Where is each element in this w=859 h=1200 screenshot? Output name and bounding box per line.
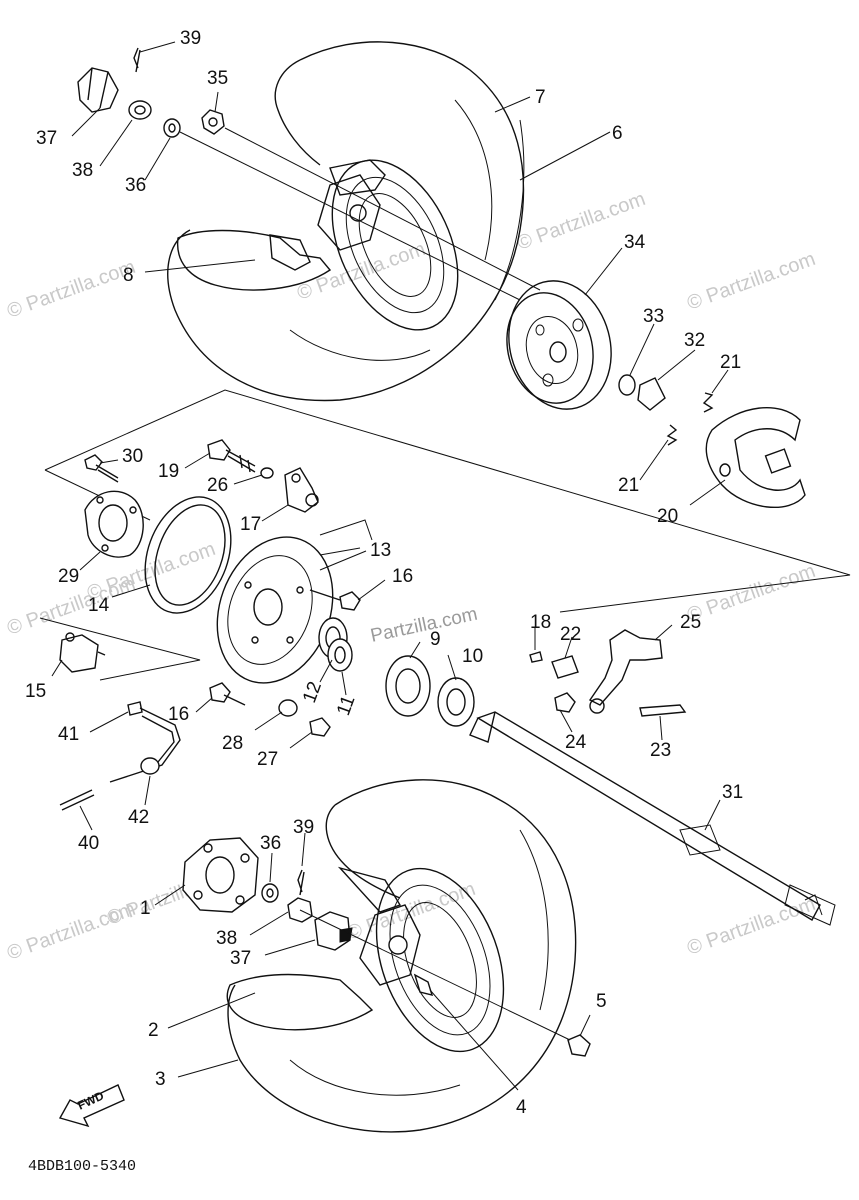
- bolt-19: [207, 439, 274, 479]
- callout-19: 19: [158, 461, 179, 482]
- callout-16: 16: [392, 566, 413, 587]
- upper-wheel-tire: [167, 41, 525, 402]
- upper-hub-small-parts: [77, 47, 541, 301]
- brake-shoe-group: [618, 374, 806, 508]
- callout-11: 11: [333, 693, 359, 719]
- callout-5: 5: [596, 991, 607, 1012]
- fwd-arrow-icon: FWD: [58, 1084, 125, 1128]
- callout-17: 17: [240, 514, 261, 535]
- callout-9: 9: [430, 629, 441, 650]
- watermark: © Partzilla.com: [684, 893, 818, 960]
- callout-30: 30: [122, 446, 143, 467]
- leader-lines: [51, 41, 729, 1091]
- callout-36: 36: [260, 833, 281, 854]
- callout-34: 34: [624, 232, 646, 253]
- callout-39: 39: [180, 28, 201, 49]
- callout-33: 33: [643, 306, 664, 327]
- callout-22: 22: [560, 624, 581, 645]
- callout-28: 28: [222, 733, 243, 754]
- sensor-15: [59, 632, 106, 673]
- callout-labels: 39 35 37 38 36 7 6 8 34 33 32 21 21 20 3…: [25, 28, 743, 1118]
- callout-12: 12: [299, 679, 326, 706]
- lower-wheel-tire: [226, 779, 577, 1133]
- breather-hose: [59, 701, 181, 811]
- callout-10: 10: [462, 646, 483, 667]
- seal-ring: [144, 496, 232, 614]
- callout-8: 8: [123, 265, 134, 286]
- lower-hub-small-parts: [182, 837, 591, 1057]
- brake-lever-group: [529, 629, 687, 717]
- rear-axle-shaft: [469, 711, 836, 926]
- callout-37: 37: [36, 128, 57, 149]
- callout-13: 13: [370, 540, 391, 561]
- diagram-code: 4BDB100-5340: [28, 1158, 136, 1175]
- callout-23: 23: [650, 740, 671, 761]
- callout-25: 25: [680, 612, 701, 633]
- callout-21: 21: [720, 352, 741, 373]
- callout-15: 15: [25, 681, 46, 702]
- callout-36: 36: [125, 175, 146, 196]
- callout-29: 29: [58, 566, 79, 587]
- callout-21: 21: [618, 475, 639, 496]
- callout-3: 3: [155, 1069, 166, 1090]
- brake-plate: [216, 519, 373, 684]
- callout-16: 16: [168, 704, 189, 725]
- watermark-center: Partzilla.com: [369, 604, 480, 647]
- callout-40: 40: [78, 833, 99, 854]
- callout-4: 4: [516, 1097, 527, 1118]
- callout-7: 7: [535, 87, 546, 108]
- housing-plate: [84, 454, 144, 558]
- callout-38: 38: [216, 928, 237, 949]
- callout-39: 39: [293, 817, 314, 838]
- callout-26: 26: [207, 475, 228, 496]
- callout-20: 20: [657, 506, 678, 527]
- bearings: [318, 617, 475, 727]
- callout-31: 31: [722, 782, 743, 803]
- callout-1: 1: [140, 898, 151, 919]
- callout-41: 41: [58, 724, 79, 745]
- callout-24: 24: [565, 732, 587, 753]
- callout-35: 35: [207, 68, 228, 89]
- bolt-27-28: [278, 699, 331, 737]
- callout-18: 18: [530, 612, 551, 633]
- callout-14: 14: [88, 595, 110, 616]
- bracket-17: [284, 467, 319, 513]
- watermark: © Partzilla.com: [4, 256, 138, 323]
- callout-37: 37: [230, 948, 251, 969]
- callout-6: 6: [612, 123, 623, 144]
- callout-38: 38: [72, 160, 93, 181]
- brake-drum: [506, 280, 612, 410]
- watermark: © Partzilla.com: [684, 248, 818, 315]
- callout-27: 27: [257, 749, 278, 770]
- callout-32: 32: [684, 330, 705, 351]
- callout-42: 42: [128, 807, 149, 828]
- callout-2: 2: [148, 1020, 159, 1041]
